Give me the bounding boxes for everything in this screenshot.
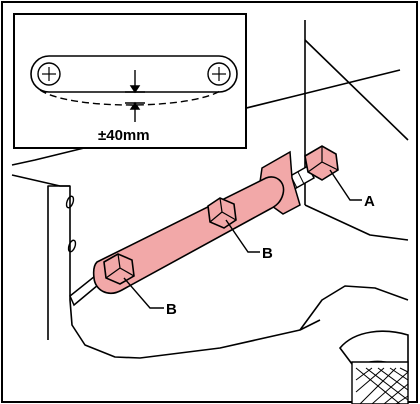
callout-b-lower: B xyxy=(166,301,177,318)
leader-a xyxy=(329,169,362,201)
leader-b-lower xyxy=(123,277,164,309)
cable-assembly xyxy=(338,330,409,404)
inset-dimension-label: ±40mm xyxy=(98,127,150,144)
inset-dimension-marker xyxy=(125,70,145,122)
plate-hole xyxy=(67,239,77,253)
adjusting-link xyxy=(92,150,301,294)
plate-holes xyxy=(65,195,77,253)
link-arm xyxy=(92,176,285,294)
chassis-outline xyxy=(11,20,409,359)
plate-hole xyxy=(65,195,75,209)
inset-detail: ±40mm xyxy=(13,13,247,149)
callout-a: A xyxy=(364,193,375,210)
inset-deflection-path xyxy=(39,89,223,106)
leader-b-upper xyxy=(225,219,260,253)
bolt-head-b-upper xyxy=(207,197,237,229)
callout-b-upper: B xyxy=(262,245,273,262)
leader-lines xyxy=(123,169,362,309)
